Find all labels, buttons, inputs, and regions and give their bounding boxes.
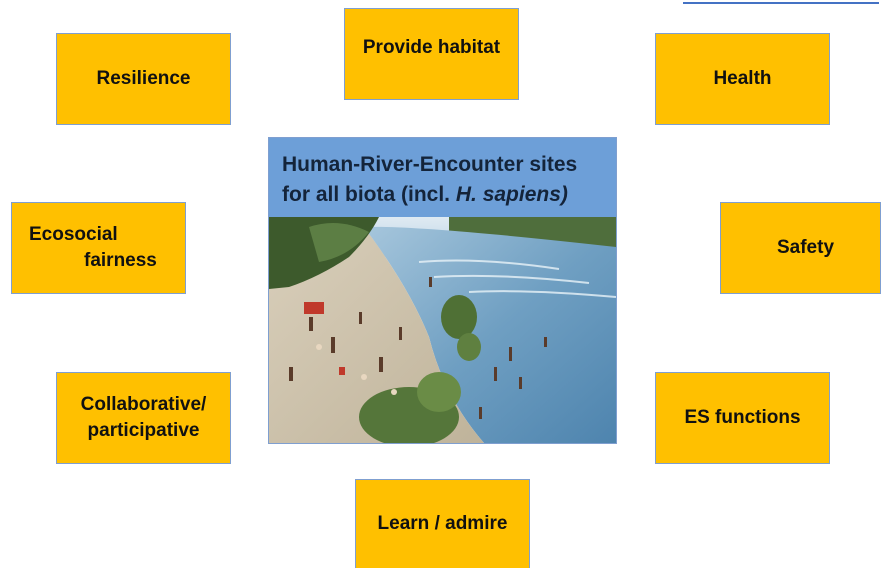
center-panel: Human-River-Encounter sites for all biot… <box>268 137 617 444</box>
center-title-line2-italic: H. sapiens) <box>455 182 568 206</box>
center-title-line2: for all biota (incl. H. sapiens) <box>282 180 608 210</box>
es-functions-label: ES functions <box>684 407 801 429</box>
collaborative-label-line2: participative <box>87 420 200 441</box>
ecosocial-fairness-box: Ecosocial fairness <box>11 202 186 294</box>
health-label: Health <box>713 68 772 90</box>
safety-label: Safety <box>776 237 835 259</box>
river-beach-photo <box>269 217 616 443</box>
collaborative-participative-box: Collaborative/ participative <box>56 372 231 464</box>
learn-admire-box: Learn / admire <box>355 479 530 568</box>
corner-decoration-line <box>683 2 879 4</box>
learn-admire-label: Learn / admire <box>377 513 508 535</box>
center-title: Human-River-Encounter sites for all biot… <box>269 138 616 217</box>
collaborative-label-line1: Collaborative/ <box>80 394 207 416</box>
health-box: Health <box>655 33 830 125</box>
resilience-box: Resilience <box>56 33 231 125</box>
ecosocial-label-line2: fairness <box>84 250 157 271</box>
resilience-label: Resilience <box>96 68 191 90</box>
center-title-line1: Human-River-Encounter sites <box>282 153 578 176</box>
es-functions-box: ES functions <box>655 372 830 464</box>
provide-habitat-box: Provide habitat <box>344 8 519 100</box>
provide-habitat-label: Provide habitat <box>362 37 501 59</box>
safety-box: Safety <box>720 202 881 294</box>
center-title-line2-prefix: for all biota (incl. <box>282 182 456 206</box>
ecosocial-label-line1: Ecosocial <box>29 224 118 246</box>
